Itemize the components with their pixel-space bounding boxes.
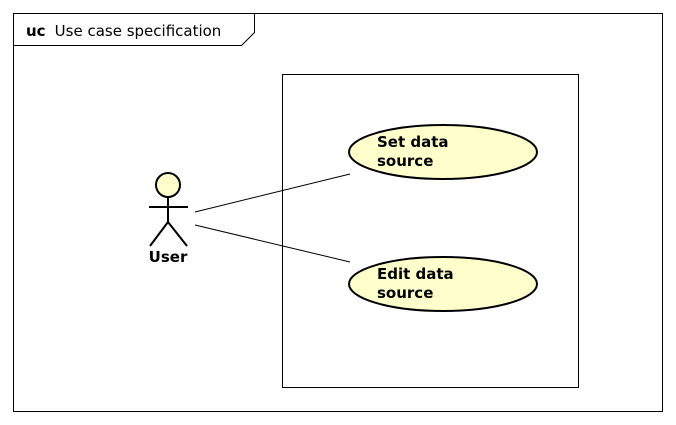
use-case-edit-data-source: Edit data source: [348, 256, 538, 312]
use-case-label-line-1: Set data: [377, 133, 449, 151]
use-case-label-line-1: Edit data: [377, 265, 454, 283]
use-case-label-line-2: source: [377, 284, 433, 302]
use-case-ellipse: [348, 124, 538, 180]
frame-title: uc Use case specification: [26, 21, 221, 40]
frame-name-tab: [13, 13, 255, 46]
actor-left-leg: [149, 221, 169, 247]
use-case-ellipse: [348, 256, 538, 312]
actor-right-leg: [167, 221, 188, 247]
use-case-label-line-2: source: [377, 152, 433, 170]
actor-user: User: [149, 172, 188, 266]
system-boundary: [282, 74, 579, 388]
use-case-set-data-source: Set data source: [348, 124, 538, 180]
frame-keyword: uc: [26, 22, 46, 40]
frame-title-text: Use case specification: [55, 22, 222, 40]
association-user-set-data-source: [194, 173, 351, 213]
use-case-label: Edit data source: [377, 265, 459, 302]
association-user-edit-data-source: [194, 224, 351, 263]
actor-head: [155, 172, 181, 198]
actor-name: User: [149, 248, 188, 266]
use-case-label: Set data source: [377, 133, 454, 170]
